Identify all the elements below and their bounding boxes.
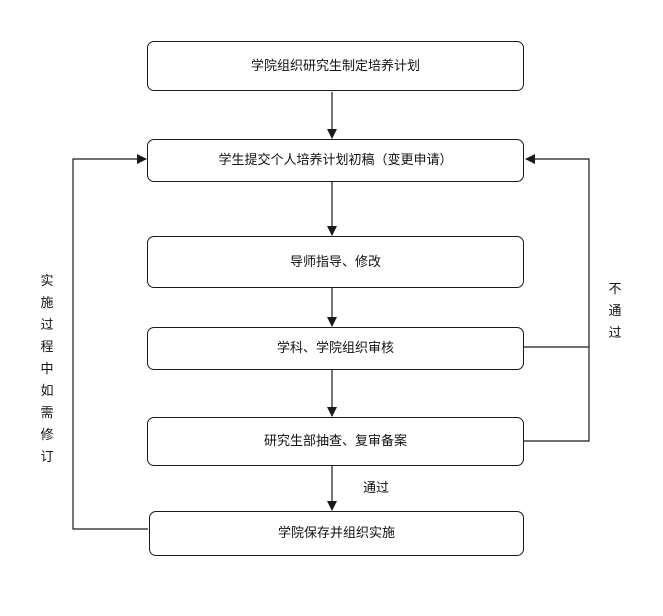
step-3-box: 导师指导、修改 xyxy=(147,236,524,288)
step-5-label: 研究生部抽查、复审备案 xyxy=(263,434,407,449)
step-6-label: 学院保存并组织实施 xyxy=(277,526,395,541)
step-4-label: 学科、学院组织审核 xyxy=(276,341,394,356)
step-3-label: 导师指导、修改 xyxy=(289,254,381,270)
revise-during-implementation-label: 实施过程中如需修订 xyxy=(40,274,54,465)
not-pass-label: 不通过 xyxy=(608,282,622,341)
step-4-box: 学科、学院组织审核 xyxy=(147,327,524,370)
step-2-label: 学生提交个人培养计划初稿（变更申请） xyxy=(218,153,453,168)
step-5-box: 研究生部抽查、复审备案 xyxy=(147,417,524,466)
step-2-box: 学生提交个人培养计划初稿（变更申请） xyxy=(147,139,524,182)
pass-label: 通过 xyxy=(363,481,390,496)
connector-revise-loop xyxy=(72,154,148,530)
step-1-label: 学院组织研究生制定培养计划 xyxy=(250,58,420,74)
step-6-box: 学院保存并组织实施 xyxy=(149,511,524,556)
connector-not-pass-loop xyxy=(524,154,590,442)
step-1-box: 学院组织研究生制定培养计划 xyxy=(147,41,524,91)
